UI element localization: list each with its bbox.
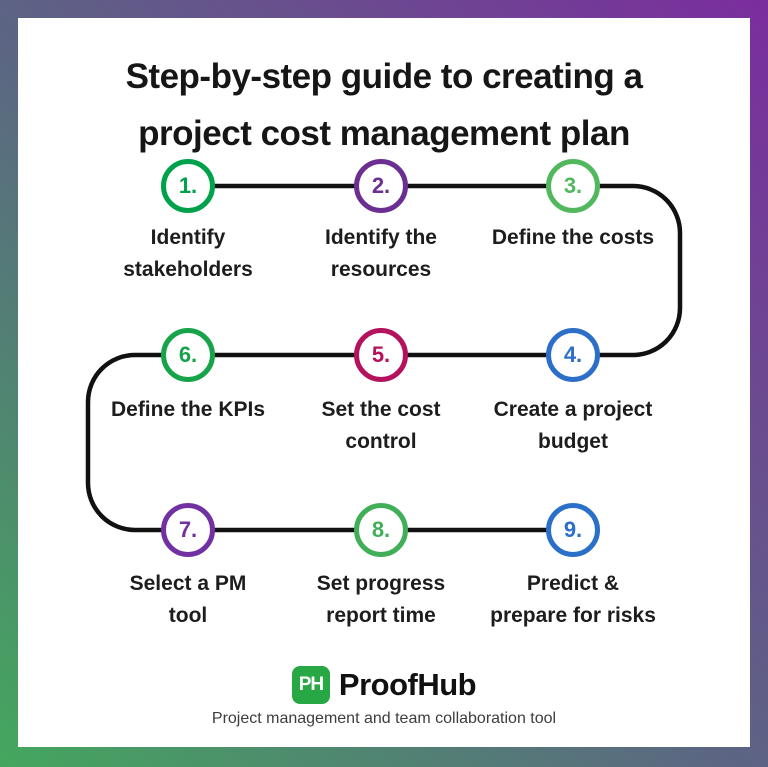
infographic-canvas: Step-by-step guide to creating a project…	[18, 18, 750, 747]
step-6-label: Define the KPIs	[110, 398, 266, 421]
step-8-circle: 8.	[354, 503, 408, 557]
step-5-circle: 5.	[354, 328, 408, 382]
brand-tagline: Project management and team collaboratio…	[211, 710, 557, 727]
step-3-circle: 3.	[546, 159, 600, 213]
page-title: Step-by-step guide to creating a project…	[18, 48, 750, 162]
step-6-circle: 6.	[161, 328, 215, 382]
step-4-circle: 4.	[546, 328, 600, 382]
proofhub-logo-icon: PH	[291, 666, 330, 704]
step-9-circle: 9.	[546, 503, 600, 557]
step-7-circle: 7.	[161, 503, 215, 557]
step-9-label: Predict &prepare for risks	[490, 572, 656, 627]
step-6-number: 6.	[178, 342, 198, 367]
title-line-2: project cost management plan	[138, 114, 630, 153]
step-8-number: 8.	[371, 517, 391, 542]
step-4-number: 4.	[563, 342, 583, 367]
footer: PH ProofHub Project management and team …	[0, 666, 768, 728]
step-2-circle: 2.	[354, 159, 408, 213]
brand-row: PH ProofHub	[291, 666, 477, 704]
step-9-number: 9.	[563, 517, 583, 542]
step-1-number: 1.	[178, 173, 198, 198]
step-3-number: 3.	[563, 173, 583, 198]
step-5-number: 5.	[371, 342, 391, 367]
brand-name: ProofHub	[338, 667, 477, 702]
step-7-number: 7.	[178, 517, 198, 542]
step-2-number: 2.	[371, 173, 391, 198]
step-1-circle: 1.	[161, 159, 215, 213]
step-3-label: Define the costs	[491, 226, 655, 249]
title-line-1: Step-by-step guide to creating a	[125, 57, 643, 96]
